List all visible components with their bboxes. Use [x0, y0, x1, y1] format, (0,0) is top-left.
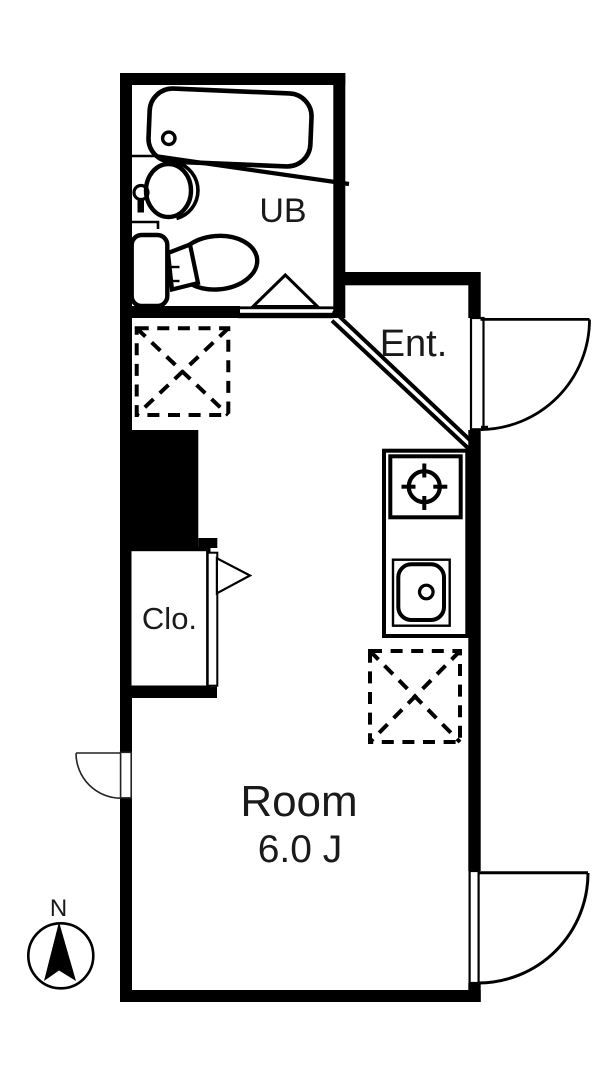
faucet-icon	[132, 183, 150, 202]
appliance-box-2	[368, 649, 462, 744]
room-door-leaf	[468, 869, 480, 985]
kitchen-counter	[382, 448, 470, 639]
washbasin-counter-line	[132, 220, 160, 229]
washbasin-icon	[143, 161, 194, 220]
entrance-area: Ent.	[330, 309, 591, 450]
closet-bottom-band	[120, 686, 217, 698]
wall-entrance-top	[345, 272, 480, 286]
closet-door-leaf	[206, 551, 219, 687]
appliance-space-icon-top	[134, 326, 231, 417]
room-door-arc	[478, 872, 590, 985]
sink-drain	[417, 583, 435, 601]
entrance-label: Ent.	[380, 323, 448, 365]
closet-door-triangle-icon	[215, 556, 253, 596]
appliance-space-icon-bottom	[368, 649, 462, 744]
wall-ub-right	[333, 73, 346, 318]
left-door-arc	[75, 753, 121, 799]
entrance-door-arc	[480, 319, 591, 431]
ub-folding-door-triangle-icon	[249, 272, 322, 308]
wall-right-mid	[468, 430, 481, 871]
appliance-box-2-x2	[368, 649, 462, 744]
room-size-label: 6.0 J	[258, 828, 343, 871]
appliance-box-1	[134, 326, 231, 417]
washbasin-rim-arc	[175, 160, 200, 221]
north-arrow-icon	[44, 922, 76, 981]
walls	[120, 73, 481, 1002]
compass-north-label: N	[50, 895, 67, 922]
closet-box	[127, 546, 211, 690]
bathtub-drain-icon	[160, 130, 177, 147]
sink-basin	[396, 562, 446, 622]
entrance-step-line-upper	[331, 309, 473, 443]
compass: N	[26, 895, 95, 990]
shaft-block	[120, 430, 199, 548]
appliance-box-1-x2	[135, 326, 230, 417]
bathtub-icon	[146, 86, 314, 169]
bath-partition-line	[157, 154, 350, 187]
room-name-label: Room	[240, 777, 357, 826]
left-door-leaf	[119, 751, 132, 799]
unit-bath-room: UB	[129, 86, 350, 309]
entrance-door-leaf	[469, 316, 485, 431]
room-door-swing-icon	[468, 869, 590, 985]
wall-bottom	[120, 990, 481, 1002]
faucet-stem	[137, 200, 144, 213]
main-room: Room 6.0 J	[240, 777, 357, 871]
unit-bath-label: UB	[259, 192, 306, 230]
wall-right-stub	[468, 272, 481, 318]
toilet-tank-icon	[129, 232, 170, 309]
closet: Clo.	[127, 546, 253, 690]
wall-ub-top	[120, 73, 346, 85]
ub-threshold-bottom-line	[238, 312, 334, 319]
entrance-door-swing-icon	[469, 316, 591, 431]
stove-burner-icon	[401, 463, 448, 510]
closet-label: Clo.	[142, 601, 197, 636]
left-door-swing-icon	[75, 751, 132, 799]
entrance-step-line-lower	[330, 319, 470, 450]
shaft-step	[198, 538, 218, 548]
toilet-seat-hinge	[165, 241, 201, 293]
wall-ub-bottom	[120, 306, 240, 318]
kitchen-sink-icon	[391, 558, 451, 627]
compass-circle	[26, 921, 95, 990]
wall-left-lower	[120, 798, 132, 1002]
